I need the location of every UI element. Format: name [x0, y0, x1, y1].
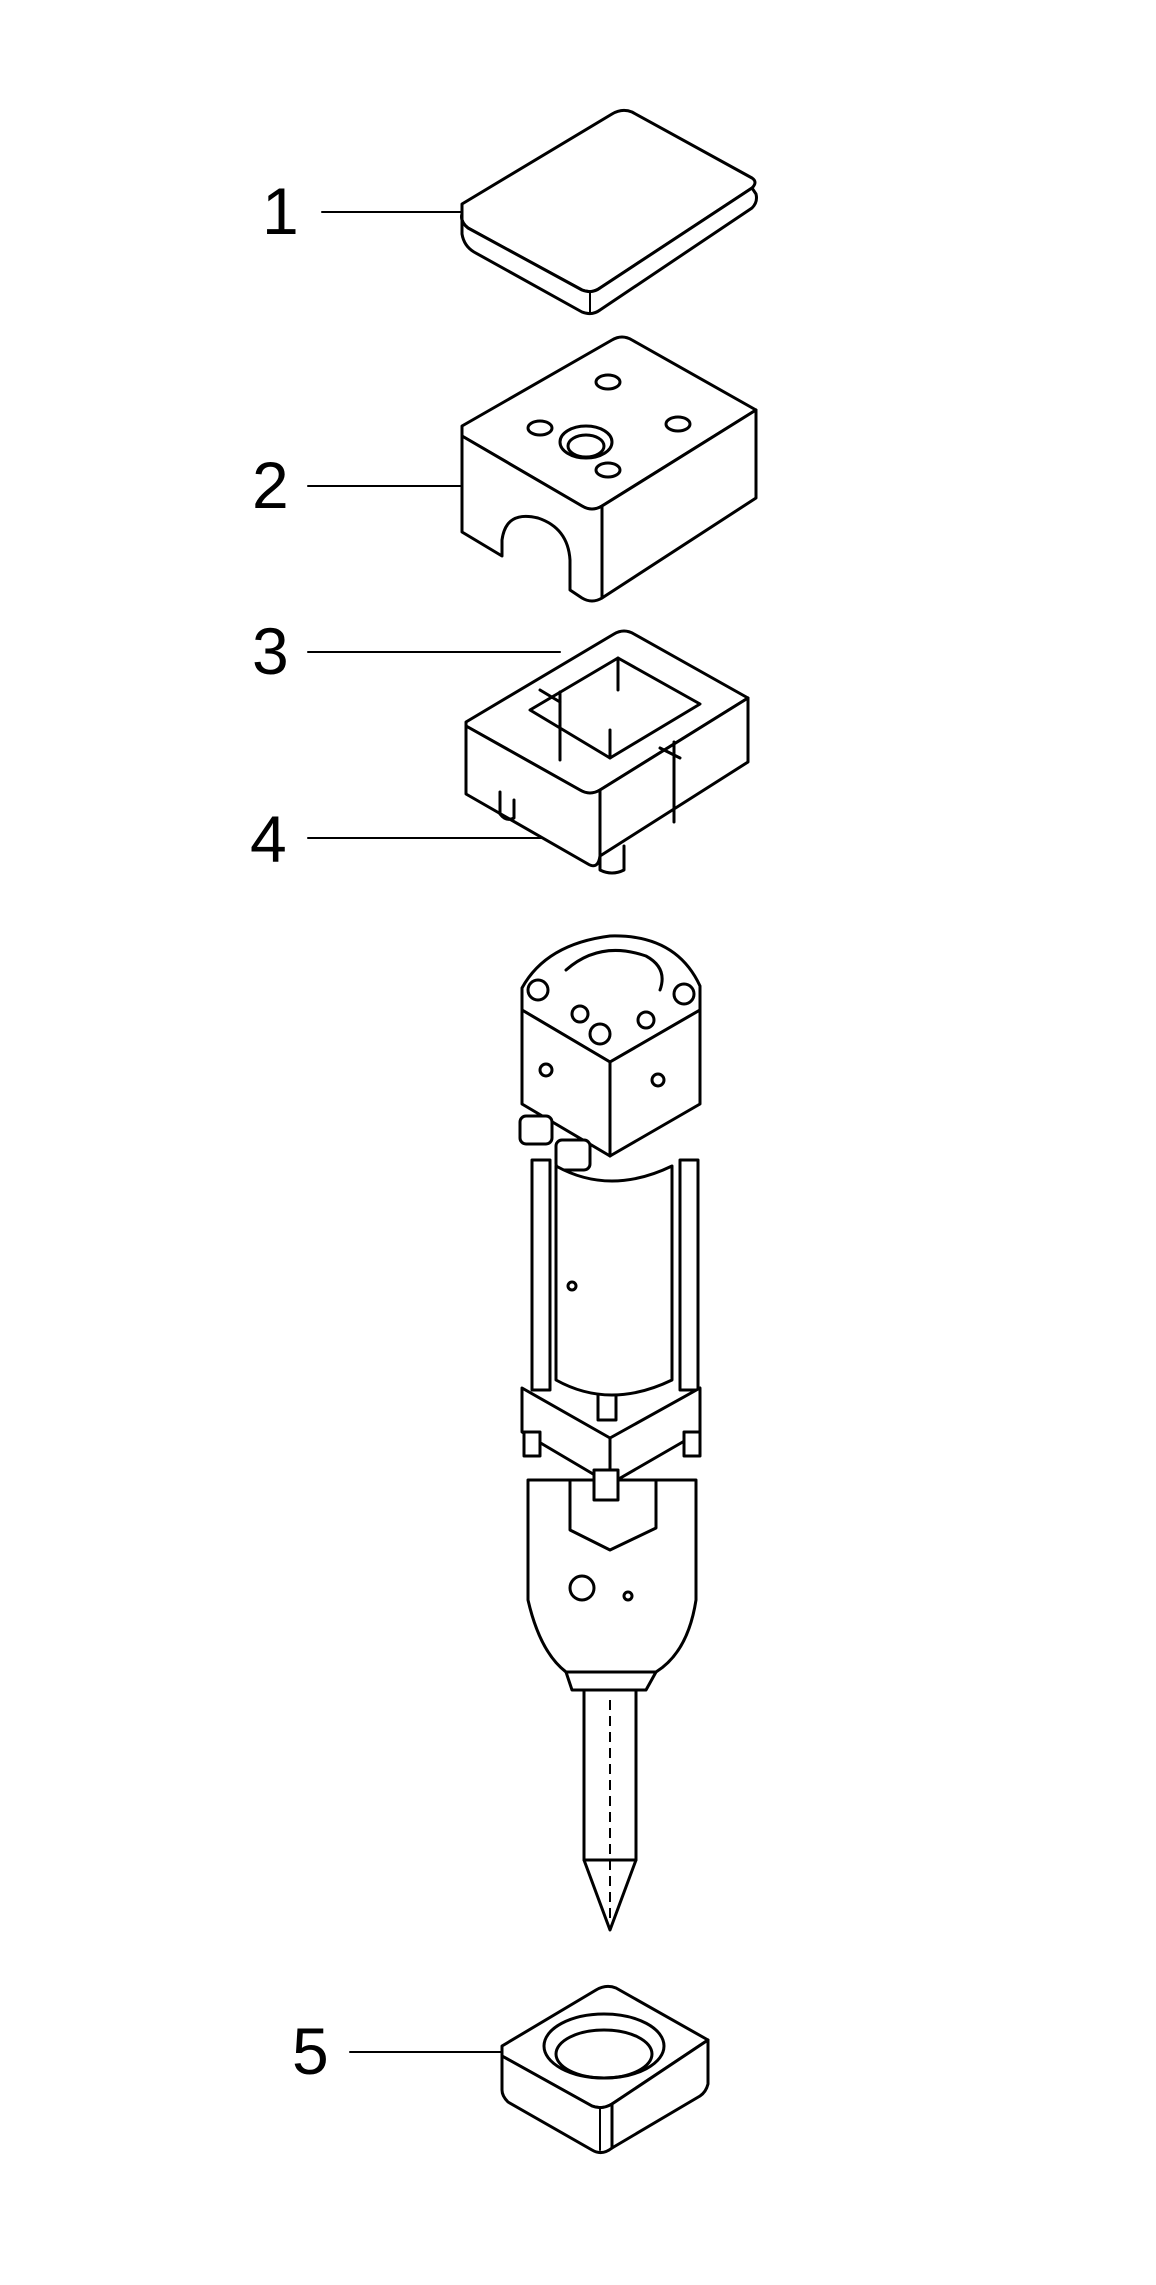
applicator-body — [518, 934, 702, 1932]
part-1-cover-plate — [460, 108, 758, 316]
part-2-mounting-block — [460, 335, 758, 603]
leader-lines — [307, 211, 563, 2053]
part-3-4-clamp-frame — [464, 629, 750, 875]
callout-label-3: 3 — [252, 614, 289, 688]
part-5-ring-nut — [500, 1984, 710, 2155]
callout-label-4: 4 — [250, 802, 287, 876]
callout-label-2: 2 — [252, 448, 289, 522]
callout-label-1: 1 — [262, 174, 299, 248]
callout-label-5: 5 — [292, 2014, 329, 2088]
